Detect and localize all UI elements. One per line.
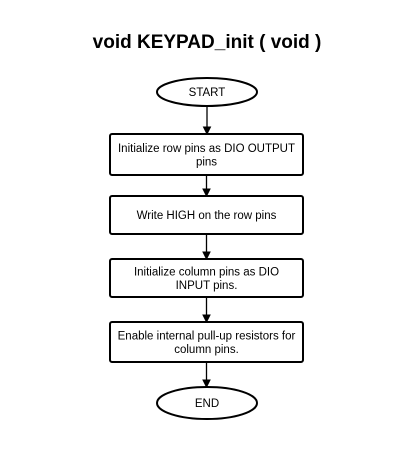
edge-start-to-step1	[202, 106, 212, 136]
edge-step1-to-step2	[202, 175, 211, 198]
node-end: END	[156, 386, 258, 420]
edge-step3-to-step4	[202, 297, 211, 324]
node-start-label-line-0: START	[189, 87, 226, 99]
node-step4-shape	[109, 321, 304, 363]
node-step1-shape	[109, 133, 304, 176]
arrowhead-icon	[202, 126, 212, 136]
node-end-shape	[156, 386, 258, 420]
node-step3-shape	[109, 258, 304, 298]
flowchart-edges	[202, 106, 212, 389]
node-step3: Initialize column pins as DIO INPUT pins.	[109, 258, 304, 298]
edge-step2-to-step3	[202, 234, 211, 261]
diagram-title: void KEYPAD_init ( void )	[93, 32, 322, 53]
arrowhead-icon	[202, 188, 211, 198]
flowchart-nodes: START Initialize row pins as DIO OUTPUTpi…	[109, 77, 304, 420]
node-step1-label-line-1: pins	[196, 156, 217, 168]
node-end-label-line-0: END	[195, 398, 219, 410]
node-step1-label-line-0: Initialize row pins as DIO OUTPUT	[118, 143, 295, 155]
node-step2: Write HIGH on the row pins	[109, 195, 304, 235]
node-step4: Enable internal pull-up resistors for col…	[109, 321, 304, 363]
node-step2-shape	[109, 195, 304, 235]
node-step2-label-line-0: Write HIGH on the row pins	[137, 210, 277, 222]
node-start-shape	[156, 77, 258, 107]
arrowhead-icon	[202, 251, 211, 261]
node-step4-label-line-1: column pins.	[174, 344, 239, 356]
arrowhead-icon	[202, 379, 211, 389]
edge-step4-to-end	[202, 362, 211, 389]
node-start: START	[156, 77, 258, 107]
node-step4-label-line-0: Enable internal pull-up resistors for	[118, 330, 296, 342]
node-step3-label-line-1: INPUT pins.	[176, 280, 238, 292]
arrowhead-icon	[202, 314, 211, 324]
node-step3-label-line-0: Initialize column pins as DIO	[134, 266, 279, 278]
